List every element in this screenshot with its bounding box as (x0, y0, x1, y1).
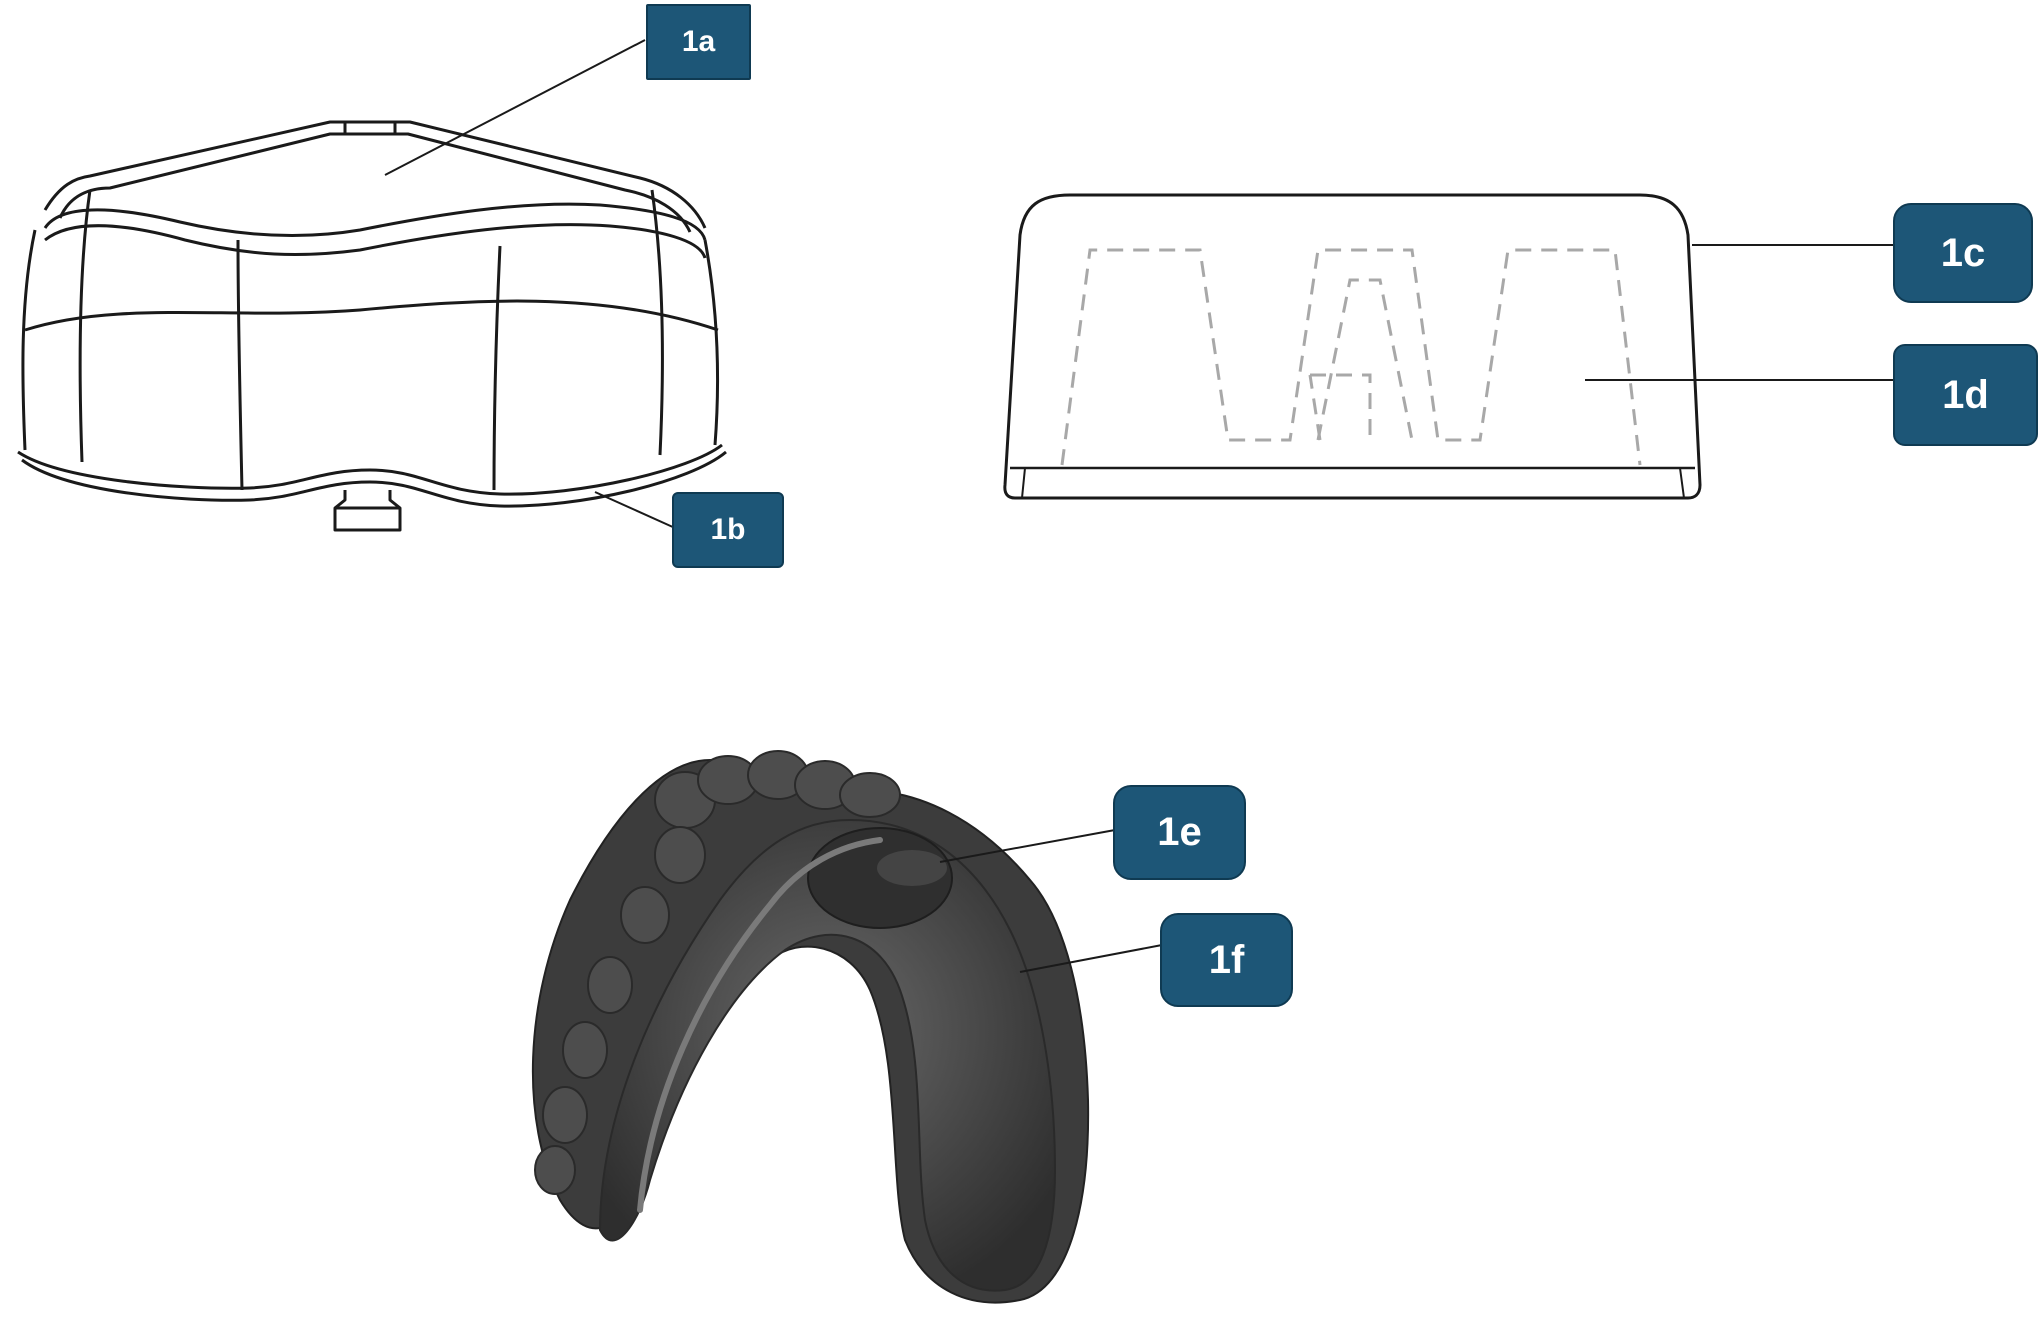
label-1d: 1d (1893, 344, 2038, 446)
leader-1b (594, 491, 676, 529)
tray-drawing (17, 120, 727, 532)
leader-1f (1019, 944, 1163, 973)
teeth-bumps (534, 750, 901, 1195)
label-1a: 1a (646, 4, 751, 80)
mouthguard-illustration (531, 750, 1090, 1304)
leader-lines (384, 39, 1895, 973)
profile-outline (1003, 193, 1702, 500)
label-1c: 1c (1893, 203, 2033, 303)
leader-1e (939, 829, 1116, 863)
inner-channel (598, 818, 1057, 1292)
hidden-dashed-lines (1060, 248, 1642, 466)
label-1b: 1b (672, 492, 784, 568)
leader-1a (384, 39, 646, 176)
label-1f: 1f (1160, 913, 1293, 1007)
profile-drawing (1003, 193, 1702, 500)
label-1e: 1e (1113, 785, 1246, 880)
